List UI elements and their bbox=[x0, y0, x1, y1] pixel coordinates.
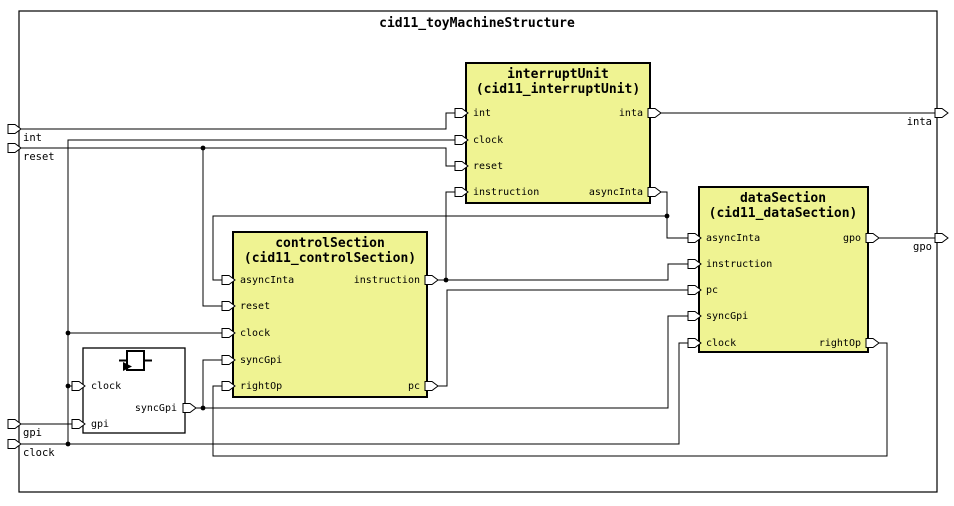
diagram-title: cid11_toyMachineStructure bbox=[379, 16, 575, 31]
port-label-rightop: rightOp bbox=[819, 338, 861, 349]
external-ports: int reset gpi clock inta gpo bbox=[7, 108, 949, 459]
block-subtitle: (cid11_dataSection) bbox=[709, 206, 858, 221]
port-label-instruction: instruction bbox=[706, 259, 772, 270]
block-controlsection-body[interactable] bbox=[232, 231, 428, 398]
external-port-label-gpi: gpi bbox=[23, 427, 42, 439]
junction-dot bbox=[65, 330, 71, 336]
port-label-asyncinta: asyncInta bbox=[240, 275, 294, 286]
wires-layer bbox=[21, 112, 935, 457]
port-label-syncgpi: syncGpi bbox=[706, 311, 748, 322]
net-pc-wire bbox=[438, 289, 688, 387]
net-instruction-wire bbox=[438, 191, 688, 281]
external-output-marker-inta bbox=[934, 108, 949, 118]
net-rightop-wire bbox=[212, 342, 888, 457]
port-label-clock: clock bbox=[473, 135, 503, 146]
net-int-wire bbox=[21, 112, 455, 130]
port-label-asyncinta: asyncInta bbox=[589, 187, 643, 198]
junction-dot bbox=[664, 213, 670, 219]
port-label-gpi: gpi bbox=[91, 419, 109, 430]
port-label-clock: clock bbox=[91, 381, 121, 392]
junction-dot bbox=[65, 441, 71, 447]
junction-dot bbox=[443, 277, 449, 283]
junction-dot bbox=[200, 145, 206, 151]
diagram-border bbox=[18, 10, 938, 493]
block-interruptunit-body[interactable] bbox=[465, 62, 651, 204]
port-label-reset: reset bbox=[240, 301, 270, 312]
port-label-pc: pc bbox=[408, 381, 420, 392]
datasection-output-marker-rightop bbox=[865, 338, 880, 348]
block-interruptunit[interactable]: interruptUnit (cid11_interruptUnit) int … bbox=[454, 62, 662, 204]
block-title: interruptUnit bbox=[507, 67, 609, 82]
block-syncregister-body[interactable] bbox=[82, 347, 186, 434]
net-clock-wire bbox=[21, 139, 688, 445]
port-label-rightop: rightOp bbox=[240, 381, 282, 392]
controlsection-output-marker-pc bbox=[424, 381, 439, 391]
block-title: dataSection bbox=[740, 191, 826, 206]
external-port-label-inta: inta bbox=[907, 116, 932, 128]
port-label-reset: reset bbox=[473, 161, 503, 172]
port-label-syncgpi: syncGpi bbox=[240, 355, 282, 366]
port-label-asyncinta: asyncInta bbox=[706, 233, 760, 244]
controlsection-output-marker-instruction bbox=[424, 275, 439, 285]
port-label-instruction: instruction bbox=[473, 187, 539, 198]
interruptunit-output-marker-inta bbox=[647, 108, 662, 118]
port-label-inta: inta bbox=[619, 108, 643, 119]
datasection-output-marker-gpo bbox=[865, 233, 880, 243]
external-port-label-clock: clock bbox=[23, 447, 55, 459]
block-datasection-body[interactable] bbox=[698, 186, 869, 353]
register-icon bbox=[119, 350, 152, 371]
net-syncgpi-wire bbox=[196, 315, 688, 409]
block-datasection[interactable]: dataSection (cid11_dataSection) asyncInt… bbox=[687, 186, 880, 353]
junction-dot bbox=[65, 383, 71, 389]
port-label-gpo: gpo bbox=[843, 233, 861, 244]
net-reset-wire bbox=[21, 147, 455, 307]
port-label-clock: clock bbox=[240, 328, 270, 339]
interruptunit-output-marker-asyncinta bbox=[647, 187, 662, 197]
block-subtitle: (cid11_controlSection) bbox=[244, 251, 416, 266]
block-syncregister[interactable]: clock gpi syncGpi bbox=[71, 347, 197, 434]
block-subtitle: (cid11_interruptUnit) bbox=[476, 82, 640, 97]
external-port-label-int: int bbox=[23, 132, 42, 144]
block-title: controlSection bbox=[275, 236, 385, 251]
external-output-marker-gpo bbox=[934, 233, 949, 243]
port-label-pc: pc bbox=[706, 285, 718, 296]
junction-dot bbox=[200, 405, 206, 411]
external-port-label-gpo: gpo bbox=[913, 241, 932, 253]
port-label-clock: clock bbox=[706, 338, 736, 349]
syncregister-output-marker-syncgpi bbox=[182, 403, 197, 413]
block-controlsection[interactable]: controlSection (cid11_controlSection) as… bbox=[221, 231, 439, 398]
port-label-syncgpi: syncGpi bbox=[135, 403, 177, 414]
port-label-instruction: instruction bbox=[354, 275, 420, 286]
port-label-int: int bbox=[473, 108, 491, 119]
external-port-label-reset: reset bbox=[23, 151, 55, 163]
